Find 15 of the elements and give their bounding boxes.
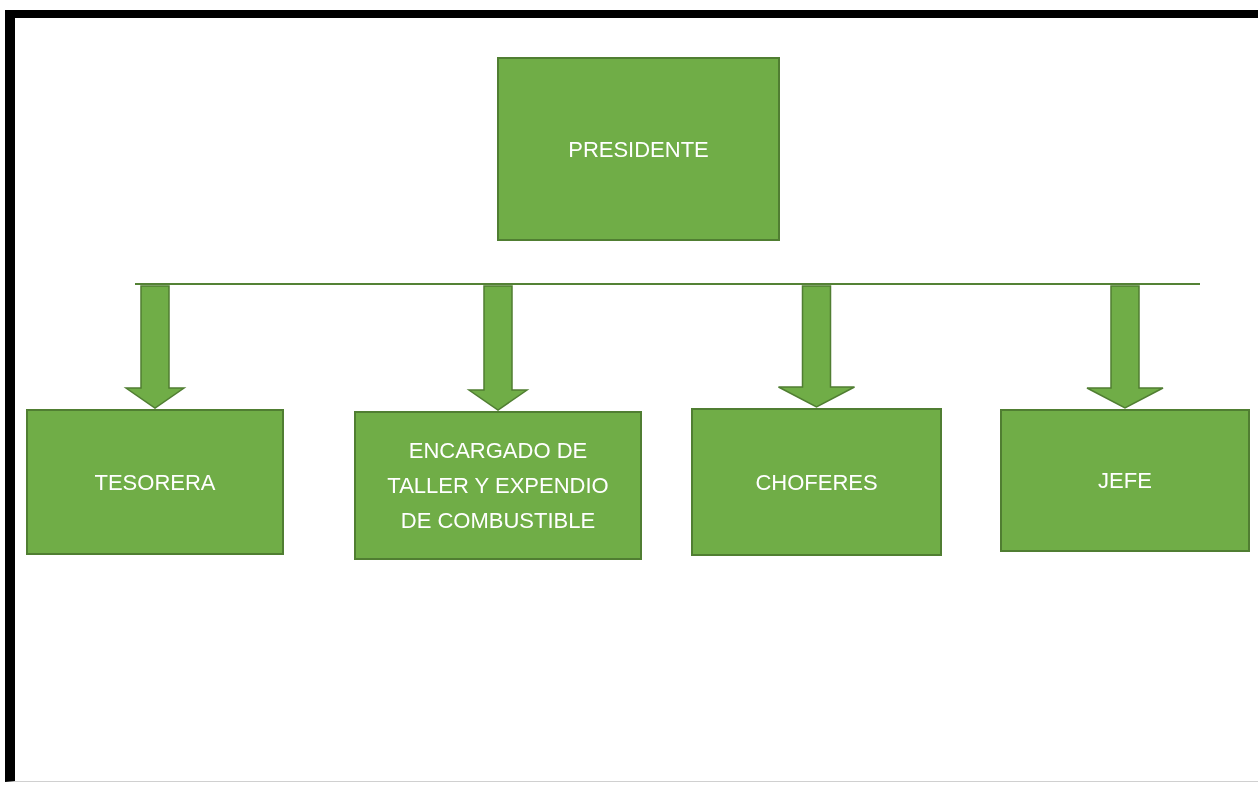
box-label: JEFE	[1098, 467, 1152, 495]
box-label: TESORERA	[94, 468, 216, 497]
block-arrow	[123, 285, 187, 409]
box-label: ENCARGADO DE TALLER Y EXPENDIO DE COMBUSTIBLE	[386, 437, 610, 535]
org-box	[26, 409, 284, 555]
box-label: CHOFERES	[755, 468, 878, 497]
org-box	[691, 408, 942, 556]
block-arrow	[777, 285, 856, 408]
org-box	[497, 57, 780, 241]
divider-bar	[135, 283, 1200, 285]
block-arrow	[466, 285, 530, 411]
box-label: PRESIDENTE	[568, 135, 709, 164]
block-arrow	[1086, 285, 1164, 409]
org-box	[354, 411, 642, 560]
org-box	[1000, 409, 1250, 552]
